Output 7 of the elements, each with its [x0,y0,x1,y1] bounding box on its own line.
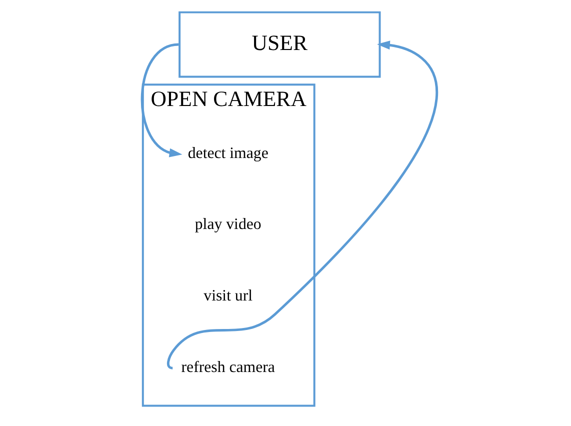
arrow [166,40,438,370]
node-text: refresh camera [180,358,274,376]
node-text: play video [194,216,261,234]
node-text: visit url [203,288,252,305]
node-box: USER [178,11,380,78]
arrow [140,43,182,158]
node-text: detect image [187,144,268,162]
